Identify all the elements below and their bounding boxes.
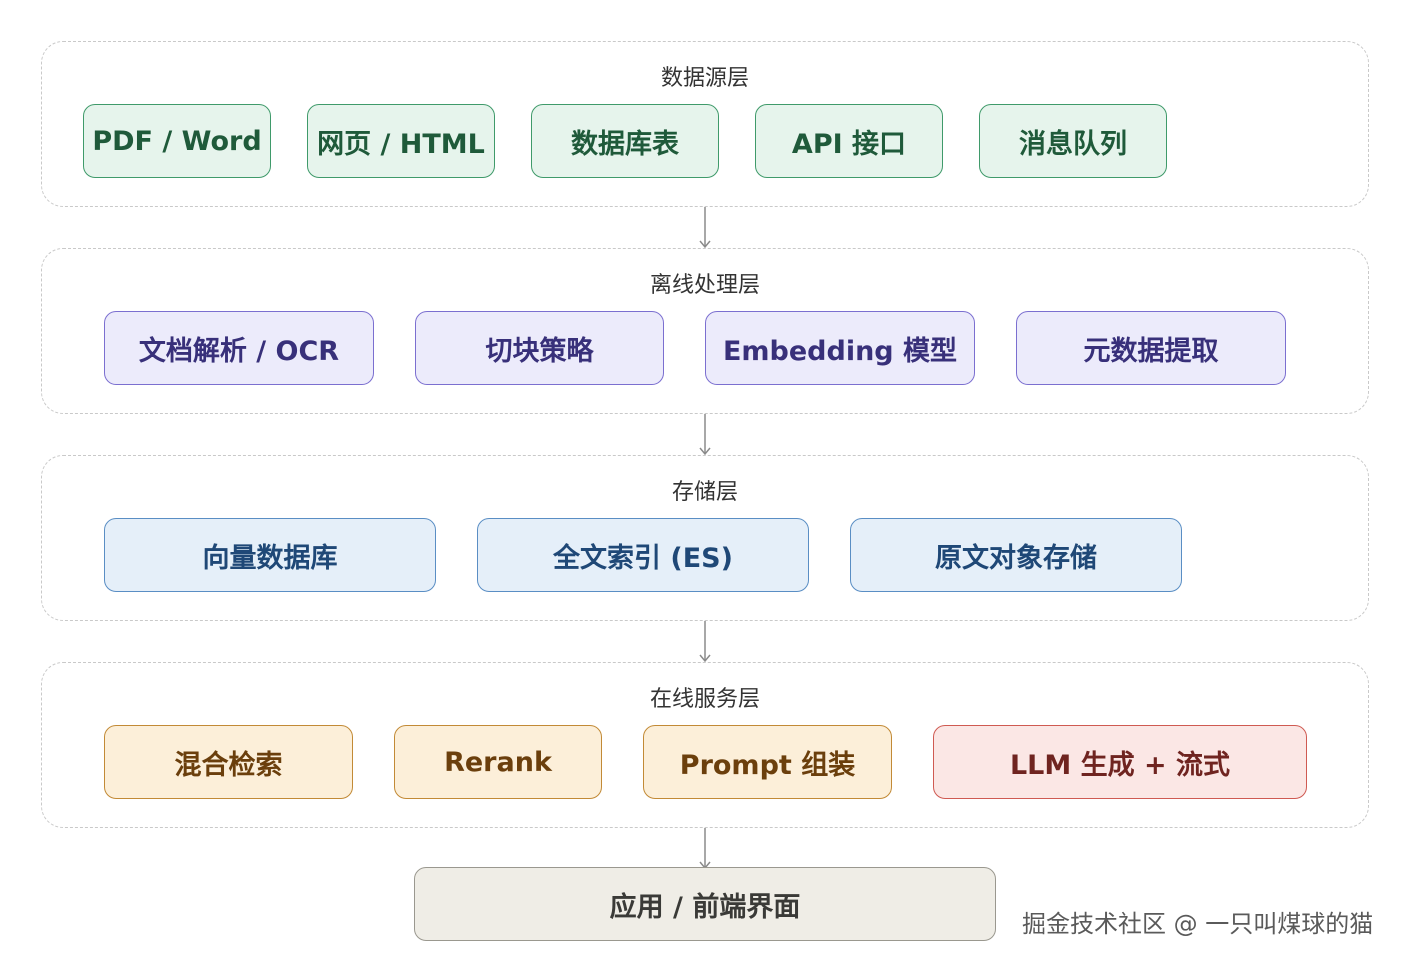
node-metadata-extraction: 元数据提取: [1016, 311, 1286, 385]
node-database-table: 数据库表: [531, 104, 719, 178]
layer-title: 在线服务层: [649, 687, 760, 712]
node-doc-parse-ocr: 文档解析 / OCR: [104, 311, 374, 385]
node-prompt-assembly: Prompt 组装: [643, 725, 892, 799]
node-embedding-model: Embedding 模型: [705, 311, 975, 385]
layer-online-service: 在线服务层 混合检索 Rerank Prompt 组装 LLM 生成 + 流式: [41, 662, 1369, 828]
arrow-4-icon: [699, 828, 711, 870]
layer-storage: 存储层 向量数据库 全文索引 (ES) 原文对象存储: [41, 455, 1369, 621]
node-pdf-word: PDF / Word: [83, 104, 271, 178]
node-app-frontend: 应用 / 前端界面: [414, 867, 996, 941]
layer-title: 存储层: [671, 480, 738, 505]
node-message-queue: 消息队列: [979, 104, 1167, 178]
node-object-storage: 原文对象存储: [850, 518, 1182, 592]
layer-offline-processing: 离线处理层 文档解析 / OCR 切块策略 Embedding 模型 元数据提取: [41, 248, 1369, 414]
node-vector-db: 向量数据库: [104, 518, 436, 592]
node-hybrid-retrieval: 混合检索: [104, 725, 353, 799]
arrow-1-icon: [699, 207, 711, 249]
node-fulltext-index: 全文索引 (ES): [477, 518, 809, 592]
arrow-3-icon: [699, 621, 711, 663]
node-api: API 接口: [755, 104, 943, 178]
watermark: 掘金技术社区 @ 一只叫煤球的猫: [1022, 910, 1374, 938]
layer-title: 数据源层: [660, 66, 749, 91]
layer-title: 离线处理层: [649, 273, 760, 298]
node-rerank: Rerank: [394, 725, 602, 799]
arrow-2-icon: [699, 414, 711, 456]
node-web-html: 网页 / HTML: [307, 104, 495, 178]
layer-data-source: 数据源层 PDF / Word 网页 / HTML 数据库表 API 接口 消息…: [41, 41, 1369, 207]
node-chunking: 切块策略: [415, 311, 664, 385]
node-llm-generation: LLM 生成 + 流式: [933, 725, 1307, 799]
